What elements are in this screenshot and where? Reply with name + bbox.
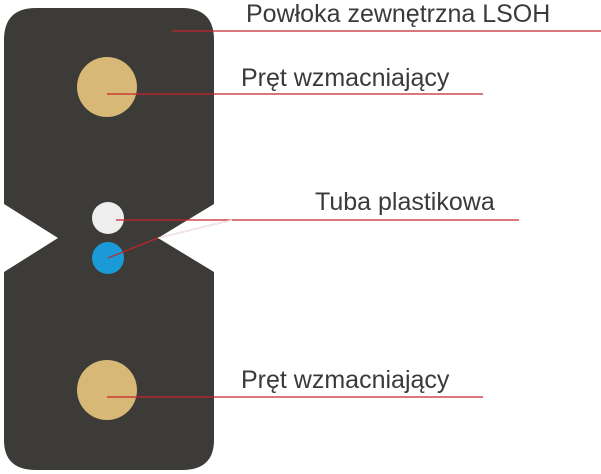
cable-jacket-shape <box>4 8 214 470</box>
fiber-white <box>92 202 124 234</box>
leader-line-tube-white-segment <box>157 219 233 239</box>
label-strength-rod-bottom: Pręt wzmacniający <box>241 366 450 394</box>
label-outer-jacket: Powłoka zewnętrzna LSOH <box>246 0 551 28</box>
strength-rod-bottom <box>77 360 137 420</box>
label-plastic-tube: Tuba plastikowa <box>315 188 495 216</box>
strength-rod-top <box>77 57 137 117</box>
label-strength-rod-top: Pręt wzmacniający <box>241 64 450 92</box>
